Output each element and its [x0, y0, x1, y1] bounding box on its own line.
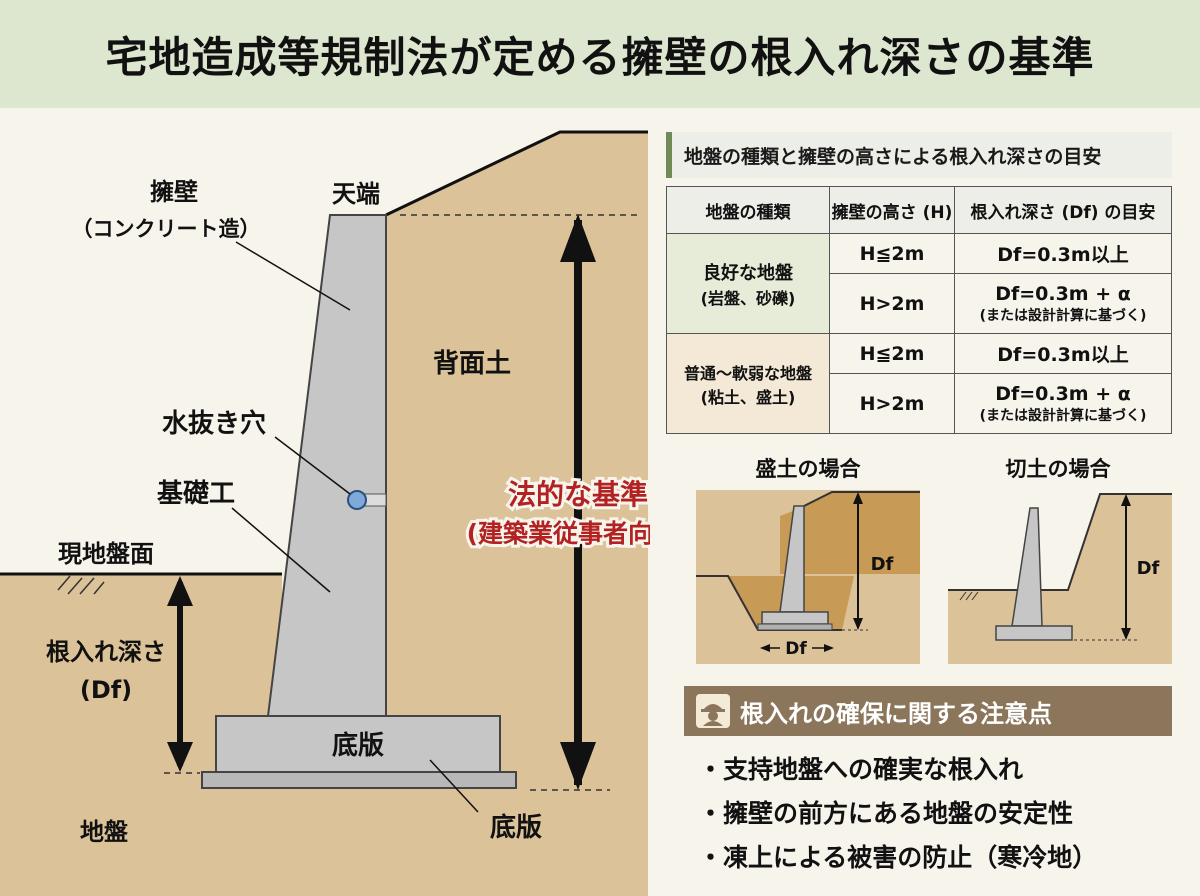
- leveling-concrete: [201, 771, 517, 789]
- depth-note: (または設計計算に基づく): [979, 407, 1147, 424]
- foundation-leader-line: [231, 507, 331, 593]
- depth-note: (または設計計算に基づく): [979, 307, 1147, 324]
- wall-label-sub: （コンクリート造）: [72, 217, 261, 241]
- height-cell: H≦2m: [829, 333, 955, 374]
- crest-label: 天端: [332, 180, 380, 208]
- table-title: 地盤の種類と擁壁の高さによる根入れ深さの目安: [666, 132, 1172, 178]
- fill-df-h-label-bg: [780, 639, 812, 657]
- depth-value: Df=0.3m + α: [995, 382, 1131, 405]
- cut-df-arrow-bottom: [1121, 628, 1131, 640]
- depth-cell: Df=0.3m以上: [954, 333, 1172, 374]
- header-wall-height: 擁壁の高さ (H): [829, 186, 955, 234]
- table-row: H>2m Df=0.3m + α (または設計計算に基づく): [667, 373, 1172, 434]
- height-cell: H≦2m: [829, 233, 955, 274]
- cut-slope-line: [948, 493, 1172, 591]
- notes-list: 支持地盤への確実な根入れ 擁壁の前方にある地盤の安定性 凍上による被害の防止（寒…: [698, 748, 1097, 880]
- cut-case-title: 切土の場合: [1006, 457, 1112, 481]
- worker-icon: [696, 694, 730, 728]
- main-diagram: 擁壁 （コンクリート造） 天端 背面土 水抜き穴 基礎工 現地盤面 根入れ深さ …: [0, 130, 650, 896]
- fill-slope-line: [803, 491, 920, 507]
- weep-hole-label: 水抜き穴: [162, 409, 266, 439]
- height-arrow-head-bottom: [560, 742, 596, 790]
- ground-hatch-icon: [57, 575, 105, 595]
- backfill-label: 背面土: [433, 349, 511, 379]
- embed-arrow-head-bottom: [167, 742, 193, 772]
- depth-cell: Df=0.3m + α (または設計計算に基づく): [954, 273, 1172, 334]
- list-item: 擁壁の前方にある地盤の安定性: [698, 792, 1097, 836]
- height-arrow-head-top: [560, 214, 596, 262]
- ground-label: 地盤: [80, 818, 129, 846]
- base-slab: [215, 715, 501, 773]
- standard-label-sub: (建築業従事者向け): [467, 519, 650, 548]
- cut-df-vertical-label: Df: [1137, 558, 1160, 579]
- fill-df-h-arrow-right: [824, 644, 834, 652]
- wall-leader-line: [235, 241, 351, 311]
- height-cell: H>2m: [829, 273, 955, 334]
- fill-case-title: 盛土の場合: [756, 457, 862, 481]
- fill-wall-base: [761, 611, 829, 625]
- ground-type-cell: 良好な地盤 (岩盤、砂礫): [666, 233, 830, 334]
- table-row: 良好な地盤 (岩盤、砂礫) H≦2m Df=0.3m以上: [666, 233, 1172, 334]
- notes-title: 根入れの確保に関する注意点: [740, 699, 1052, 728]
- notes-header: 根入れの確保に関する注意点: [684, 686, 1172, 736]
- embed-depth-symbol: (Df): [80, 676, 132, 704]
- depth-cell: Df=0.3m以上: [954, 233, 1172, 274]
- fill-case-diagram: 盛土の場合 Df Df: [696, 457, 920, 664]
- ground-type-cell: 普通～軟弱な地盤 (粘土、盛土): [666, 333, 830, 434]
- embed-arrow-head-top: [167, 576, 193, 606]
- table-row: 普通～軟弱な地盤 (粘土、盛土) H≦2m Df=0.3m以上: [666, 333, 1172, 434]
- title-bar: 宅地造成等規制法が定める擁壁の根入れ深さの基準: [0, 0, 1200, 108]
- ground-type-name: 良好な地盤: [703, 262, 793, 284]
- height-cell: H>2m: [829, 373, 955, 434]
- fill-df-arrow-top: [853, 492, 863, 504]
- ground-type-examples: (粘土、盛土): [700, 387, 796, 407]
- wall-label: 擁壁: [150, 178, 198, 206]
- standard-label: 法的な基準: [508, 478, 648, 511]
- cut-case-diagram: 切土の場合 Df: [948, 457, 1172, 664]
- base-slab-label: 底版: [332, 730, 384, 761]
- fill-df-arrow-bottom: [853, 618, 863, 630]
- weep-hole-leader-line: [274, 436, 351, 495]
- table-header-row: 地盤の種類 擁壁の高さ (H) 根入れ深さ (Df) の目安: [666, 186, 1172, 234]
- header-ground-type: 地盤の種類: [666, 186, 830, 234]
- fill-df-horizontal-label: Df: [785, 639, 807, 659]
- list-item: 支持地盤への確実な根入れ: [698, 748, 1097, 792]
- table-row: H>2m Df=0.3m + α (または設計計算に基づく): [667, 273, 1172, 334]
- cut-wall-base: [995, 625, 1073, 641]
- depth-value: Df=0.3m + α: [995, 282, 1131, 305]
- ground-type-examples: (岩盤、砂礫): [700, 288, 796, 308]
- ground-type-name: 普通～軟弱な地盤: [683, 363, 812, 383]
- base-slab-callout: 底版: [490, 812, 542, 843]
- embed-depth-label: 根入れ深さ: [46, 638, 166, 666]
- weep-hole: [347, 490, 367, 510]
- cut-df-arrow-top: [1121, 494, 1131, 506]
- foundation-label: 基礎工: [157, 479, 235, 509]
- fill-df-vertical-label: Df: [871, 554, 894, 575]
- base-slab-leader-line: [429, 759, 479, 813]
- fill-df-h-arrow-left: [760, 644, 770, 652]
- fill-wall-leveling: [757, 623, 833, 631]
- backfill-slope-line: [385, 130, 648, 217]
- wall-stem: [266, 214, 387, 717]
- header-embed-depth: 根入れ深さ (Df) の目安: [954, 186, 1172, 234]
- list-item: 凍上による被害の防止（寒冷地）: [698, 836, 1097, 880]
- embedment-table: 地盤の種類 擁壁の高さ (H) 根入れ深さ (Df) の目安 良好な地盤 (岩盤…: [666, 186, 1172, 434]
- page-title: 宅地造成等規制法が定める擁壁の根入れ深さの基準: [105, 32, 1095, 82]
- cut-hill: [1068, 494, 1172, 590]
- cut-hatch-icon: [959, 591, 979, 601]
- depth-cell: Df=0.3m + α (または設計計算に基づく): [954, 373, 1172, 434]
- ground-surface-label: 現地盤面: [58, 540, 154, 568]
- fill-embankment: [780, 492, 920, 574]
